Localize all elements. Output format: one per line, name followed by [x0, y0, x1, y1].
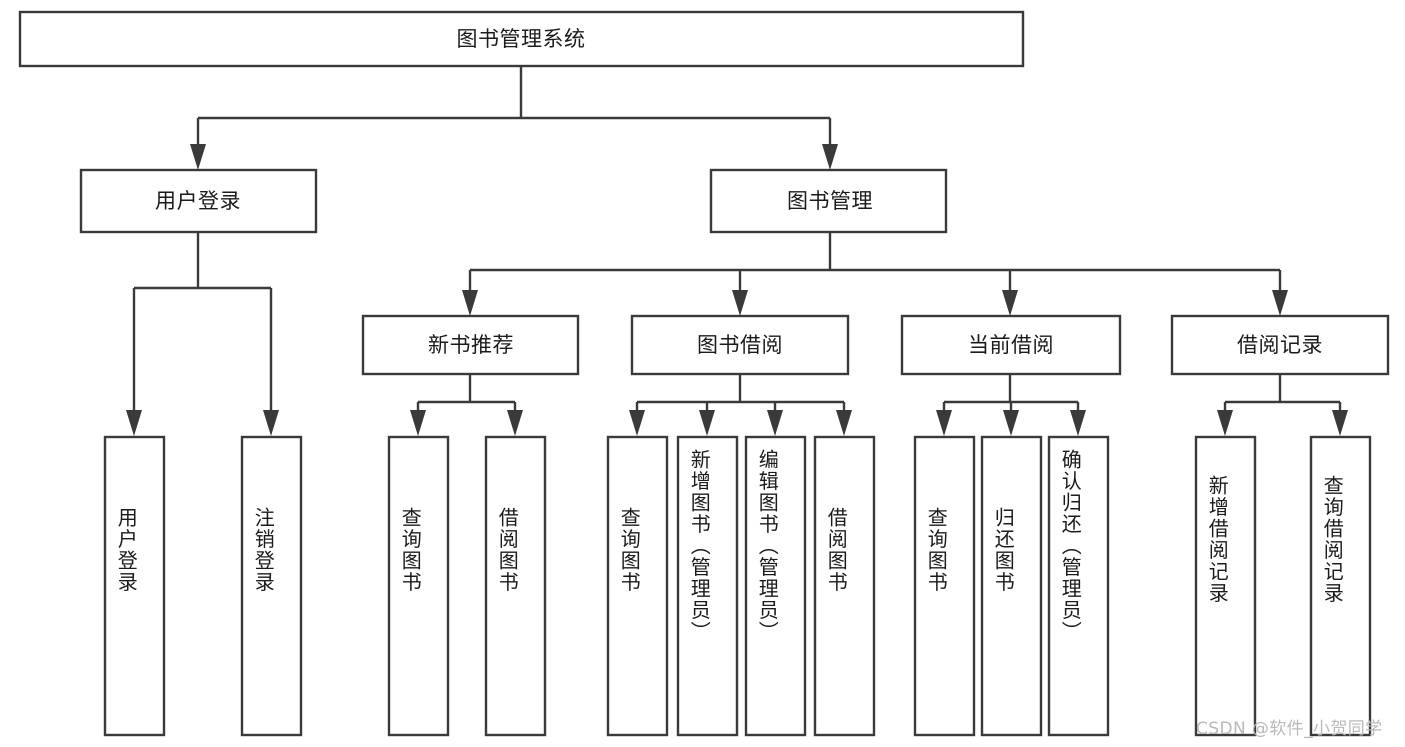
- arrowhead-bookborrow-leaf-3: [767, 410, 783, 436]
- arrowhead-currentborrow-leaf-3: [1070, 410, 1086, 436]
- leaf-box-book-borrow-1[interactable]: [606, 435, 669, 737]
- node-book-management-label: 图书管理: [787, 189, 873, 213]
- node-book-borrow-box[interactable]: [630, 314, 850, 376]
- arrowhead-bookborrow: [732, 290, 748, 316]
- arrowhead-currentborrow-leaf-2: [1003, 410, 1019, 436]
- arrowhead-userlogin-leaf-2: [263, 410, 279, 436]
- leaf-box-book-borrow-4[interactable]: [813, 435, 876, 737]
- node-root-label: 图书管理系统: [457, 27, 586, 51]
- arrowhead-borrowrecord-leaf-1: [1217, 410, 1233, 436]
- node-user-login-box[interactable]: [79, 168, 318, 234]
- arrowhead-newbook: [462, 290, 478, 316]
- node-root[interactable]: 图书管理系统: [18, 10, 1025, 68]
- leaf-box-current-borrow-1[interactable]: [913, 435, 976, 737]
- node-book-management[interactable]: 图书管理: [709, 168, 948, 234]
- arrowhead-user-login: [190, 144, 206, 170]
- csdn-watermark: CSDN @软件_小贺同学: [1196, 719, 1383, 739]
- leaf-box-book-borrow-3[interactable]: [744, 435, 807, 737]
- arrowhead-borrowrecord: [1272, 290, 1288, 316]
- leaf-box-current-borrow-2[interactable]: [980, 435, 1043, 737]
- node-new-book-recommend-label: 新书推荐: [428, 333, 514, 357]
- arrowhead-currentborrow: [1002, 290, 1018, 316]
- arrowhead-bookborrow-leaf-2: [699, 410, 715, 436]
- leaf-box-new-book-2[interactable]: [484, 435, 547, 737]
- leaf-box-user-login-1[interactable]: [103, 435, 166, 737]
- arrowhead-userlogin-leaf-1: [126, 410, 142, 436]
- leaf-box-book-borrow-2[interactable]: [676, 435, 739, 737]
- node-user-login[interactable]: 用户登录: [79, 168, 318, 234]
- arrowhead-newbook-leaf-1: [410, 410, 426, 436]
- leaf-box-current-borrow-3[interactable]: [1047, 435, 1110, 737]
- node-root-box[interactable]: [18, 10, 1025, 68]
- nodes-layer: 图书管理系统 用户登录 图书管理 新书推荐 图书借阅 当前: [18, 10, 1390, 737]
- node-new-book-recommend-box[interactable]: [361, 314, 580, 376]
- arrowhead-bookborrow-leaf-4: [836, 410, 852, 436]
- node-new-book-recommend[interactable]: 新书推荐: [361, 314, 580, 376]
- node-borrow-record[interactable]: 借阅记录: [1170, 314, 1390, 376]
- node-current-borrow[interactable]: 当前借阅: [900, 314, 1122, 376]
- node-book-borrow-label: 图书借阅: [697, 333, 783, 357]
- leaf-box-user-login-2[interactable]: [240, 435, 303, 737]
- arrowhead-borrowrecord-leaf-2: [1332, 410, 1348, 436]
- arrowhead-book-mgmt: [822, 144, 838, 170]
- node-current-borrow-box[interactable]: [900, 314, 1122, 376]
- arrowhead-currentborrow-leaf-1: [936, 410, 952, 436]
- node-user-login-label: 用户登录: [155, 189, 241, 213]
- leaf-box-new-book-1[interactable]: [387, 435, 450, 737]
- node-book-management-box[interactable]: [709, 168, 948, 234]
- node-current-borrow-label: 当前借阅: [968, 333, 1054, 357]
- arrowhead-bookborrow-leaf-1: [629, 410, 645, 436]
- node-borrow-record-box[interactable]: [1170, 314, 1390, 376]
- node-borrow-record-label: 借阅记录: [1237, 333, 1323, 357]
- arrowhead-newbook-leaf-2: [507, 410, 523, 436]
- leaf-box-borrow-record-1[interactable]: [1194, 435, 1257, 737]
- leaf-box-borrow-record-2[interactable]: [1309, 435, 1372, 737]
- node-book-borrow[interactable]: 图书借阅: [630, 314, 850, 376]
- edges-layer: [126, 66, 1348, 436]
